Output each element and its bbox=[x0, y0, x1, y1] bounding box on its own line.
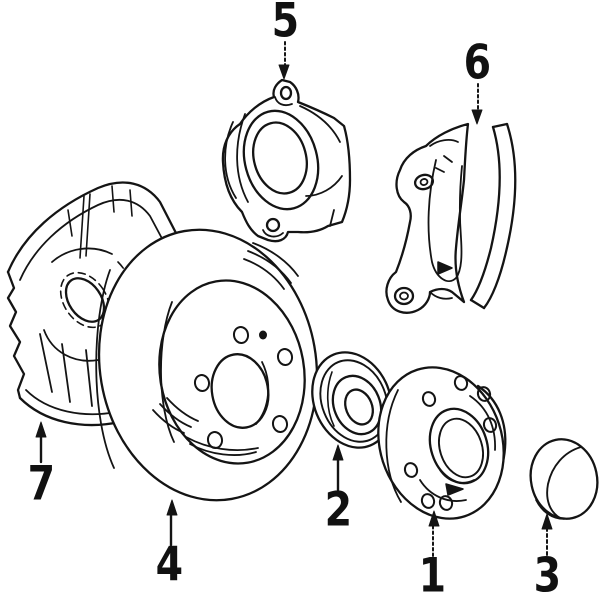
callout-4-arrow bbox=[166, 499, 178, 547]
callout-1-arrow bbox=[428, 510, 440, 557]
caliper-bracket-art bbox=[385, 122, 517, 314]
callout-1-hub[interactable]: 1 bbox=[418, 548, 446, 603]
callout-5-caliper[interactable]: 5 bbox=[271, 0, 299, 49]
callout-4-rotor[interactable]: 4 bbox=[155, 537, 183, 593]
callout-5-arrow bbox=[278, 41, 290, 80]
wheel-bearing-art bbox=[311, 351, 393, 449]
callout-3-dust-cap[interactable]: 3 bbox=[533, 548, 561, 603]
callout-6-arrow bbox=[471, 83, 483, 125]
brake-caliper-art bbox=[221, 78, 352, 243]
brake-rotor-art bbox=[95, 228, 319, 502]
callout-3-arrow bbox=[541, 513, 553, 556]
callout-2-arrow bbox=[332, 444, 344, 492]
callout-2-bearing[interactable]: 2 bbox=[324, 482, 352, 538]
dust-cap-art bbox=[529, 438, 599, 520]
wheel-hub-art bbox=[377, 366, 507, 520]
callout-7-splash-shield[interactable]: 7 bbox=[27, 456, 55, 512]
callout-7-arrow bbox=[35, 421, 47, 464]
callout-6-bracket[interactable]: 6 bbox=[463, 35, 491, 91]
